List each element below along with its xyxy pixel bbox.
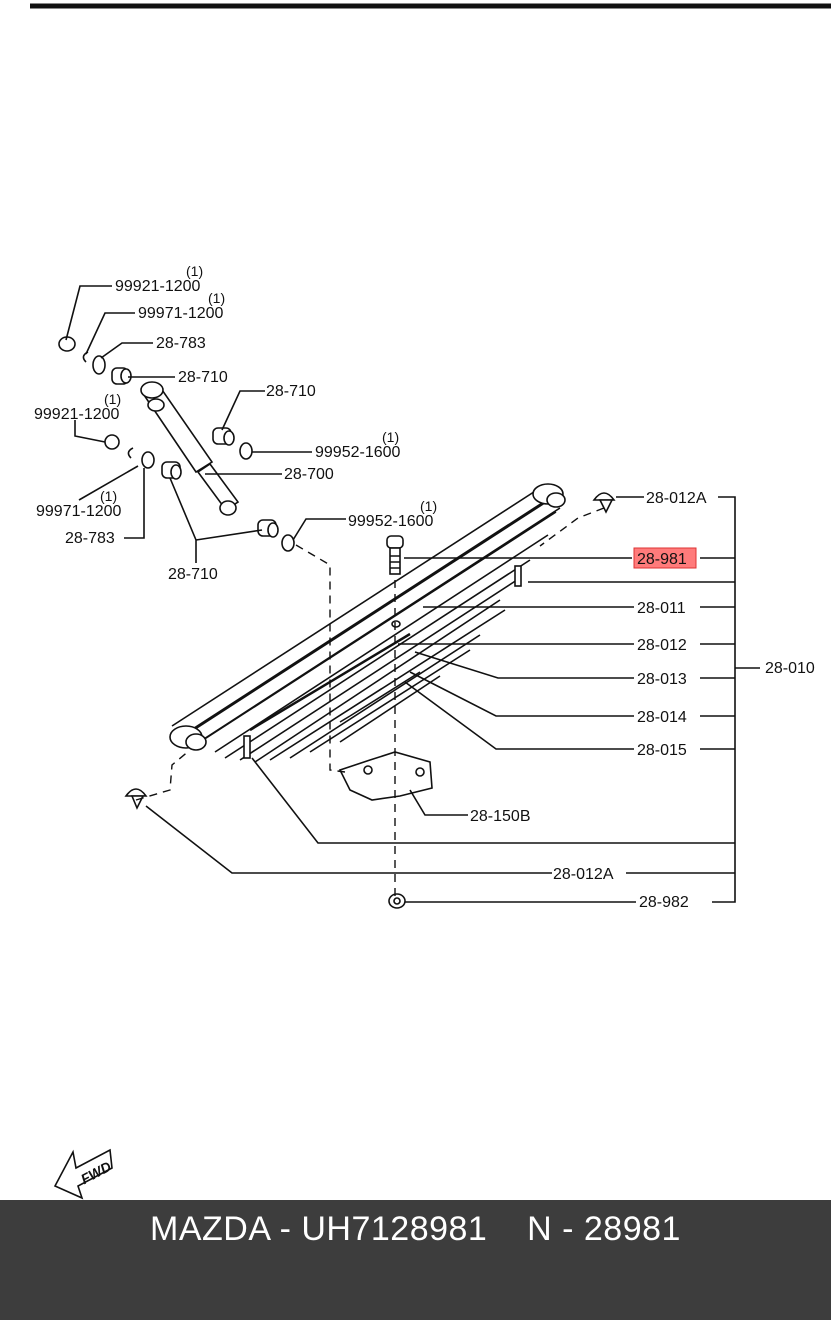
label-28-783-left: 28-783 <box>65 530 115 547</box>
label-28-710-b: 28-710 <box>266 383 316 400</box>
highlight-box <box>633 547 697 569</box>
label-28-783-top: 28-783 <box>156 335 206 352</box>
label-28-012A-bottom: 28-012A <box>553 866 614 883</box>
qty-left-2: (1) <box>100 488 117 504</box>
alignment-lines <box>135 507 605 900</box>
label-28-014: 28-014 <box>637 709 687 726</box>
label-28-013: 28-013 <box>637 671 687 688</box>
label-28-981-highlighted: 28-981 <box>637 551 687 568</box>
label-28-011: 28-011 <box>637 600 686 617</box>
label-99971-1200-left: 99971-1200 <box>36 503 122 520</box>
qty-right-1: (1) <box>382 429 399 445</box>
label-99952-1600-a: 99952-1600 <box>315 444 401 461</box>
label-99921-1200-top: 99921-1200 <box>115 278 201 295</box>
hardware-drawing <box>124 492 616 909</box>
footer-bar: MAZDA - UH7128981 N - 28981 <box>0 1200 831 1320</box>
label-28-982: 28-982 <box>639 894 689 911</box>
label-99921-1200-left: 99921-1200 <box>34 406 120 423</box>
label-28-710-a: 28-710 <box>178 369 228 386</box>
label-28-700: 28-700 <box>284 466 334 483</box>
shock-absorber-drawing <box>58 336 295 552</box>
label-28-012A-top: 28-012A <box>646 490 707 507</box>
qty-right-2: (1) <box>420 498 437 514</box>
leaf-spring-drawing <box>169 483 566 763</box>
leaf-spring-exploded-diagram: 99921-1200 (1) 99971-1200 (1) 28-783 28-… <box>30 3 831 1200</box>
label-28-710-c: 28-710 <box>168 566 218 583</box>
label-28-010-group: 28-010 <box>765 660 815 677</box>
qty-top-1: (1) <box>186 263 203 279</box>
label-28-012: 28-012 <box>637 637 687 654</box>
fwd-badge: FWD <box>78 1158 114 1187</box>
leader-lines <box>65 285 760 903</box>
label-28-015: 28-015 <box>637 742 687 759</box>
qty-left-1: (1) <box>104 391 121 407</box>
label-99952-1600-b: 99952-1600 <box>348 513 434 530</box>
label-99971-1200-top: 99971-1200 <box>138 305 224 322</box>
label-28-150B: 28-150B <box>470 808 531 825</box>
footer-part-number: MAZDA - UH7128981 N - 28981 <box>150 1210 681 1248</box>
qty-top-2: (1) <box>208 290 225 306</box>
forward-arrow-icon: FWD <box>53 1148 114 1200</box>
